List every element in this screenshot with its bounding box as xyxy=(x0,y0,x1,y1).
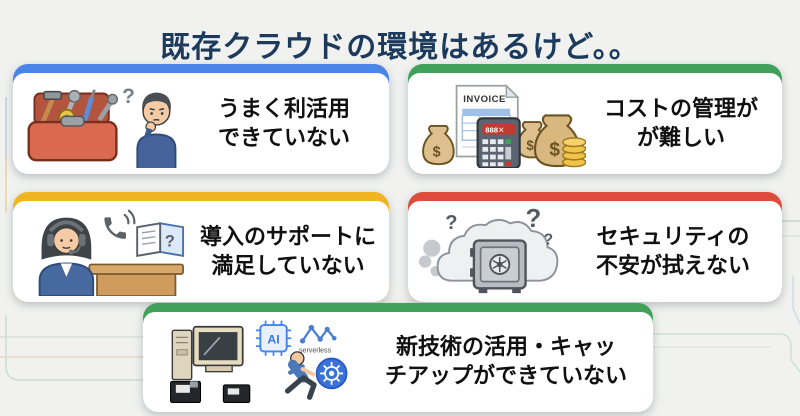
card-security-concern: ? ? ? セキュリティの 不安が拭えない xyxy=(408,192,782,302)
dollar-sign: $ xyxy=(433,144,441,160)
card-text: コストの管理が が難しい xyxy=(603,95,758,150)
toolbox-icon xyxy=(27,88,119,161)
card-text: 新技術の活用・キャッ チアップができていない xyxy=(384,334,627,388)
question-mark: ? xyxy=(544,231,553,248)
serverless-label: serverless xyxy=(299,347,332,354)
ai-chip-icon: AI xyxy=(255,320,292,356)
card-cost-management: INVOICE $ $ xyxy=(408,64,782,174)
calculator-icon: 888✕ xyxy=(476,116,521,168)
card-support-dissatisfaction: ? 導入のサポートに 満足していない xyxy=(13,192,389,302)
dollar-sign: $ xyxy=(526,137,534,152)
card-body: ? 導入のサポートに 満足していない xyxy=(13,201,389,302)
legacy-computer-new-tech-icon: AI serverless xyxy=(153,318,365,406)
open-book-icon: ? xyxy=(136,221,185,257)
question-mark: ? xyxy=(445,212,457,234)
serverless-icon: serverless xyxy=(299,324,337,354)
call-center-operator-icon: ? xyxy=(23,208,193,296)
card-text: うまく利活用 できていない xyxy=(217,95,350,150)
phone-receiver-icon xyxy=(104,209,136,239)
question-mark: ? xyxy=(526,208,542,233)
desk-icon xyxy=(88,263,184,296)
floppy-disk-icon xyxy=(170,380,251,404)
coins-stack-icon xyxy=(562,136,586,167)
safe-in-cloud-icon: ? ? ? xyxy=(418,208,570,296)
kubernetes-icon xyxy=(315,357,348,390)
legacy-computer-icon xyxy=(171,325,244,381)
dollar-sign: $ xyxy=(549,139,560,160)
card-body: AI serverless xyxy=(143,312,653,412)
card-text: 導入のサポートに 満足していない xyxy=(199,223,376,278)
question-mark: ? xyxy=(165,232,175,250)
card-text: セキュリティの 不安が拭えない xyxy=(595,223,750,278)
card-body: ? うまく利活用 できていない xyxy=(13,73,389,174)
card-new-tech-catchup: AI serverless xyxy=(143,303,653,412)
question-marks: ? ? ? xyxy=(445,208,553,248)
safe-icon xyxy=(470,238,527,293)
running-person-icon xyxy=(284,351,317,400)
invoice-label: INVOICE xyxy=(463,94,506,105)
operator-icon xyxy=(38,217,95,296)
money-bag-small-icon: $ xyxy=(422,124,455,165)
card-body: ? ? ? セキュリティの 不安が拭えない xyxy=(408,201,782,302)
invoice-calculator-money-icon: INVOICE $ $ xyxy=(418,80,586,168)
ai-label: AI xyxy=(267,333,279,347)
page-title: 既存クラウドの環境はあるけど。。 xyxy=(160,31,640,65)
card-poor-utilization: ? うまく利活用 できていない xyxy=(13,64,389,174)
card-body: INVOICE $ $ xyxy=(408,73,782,174)
question-mark: ? xyxy=(122,85,135,108)
calculator-display: 888✕ xyxy=(485,125,504,134)
toolbox-thinking-person-icon: ? xyxy=(23,80,185,168)
thinking-person-icon: ? xyxy=(122,85,177,168)
